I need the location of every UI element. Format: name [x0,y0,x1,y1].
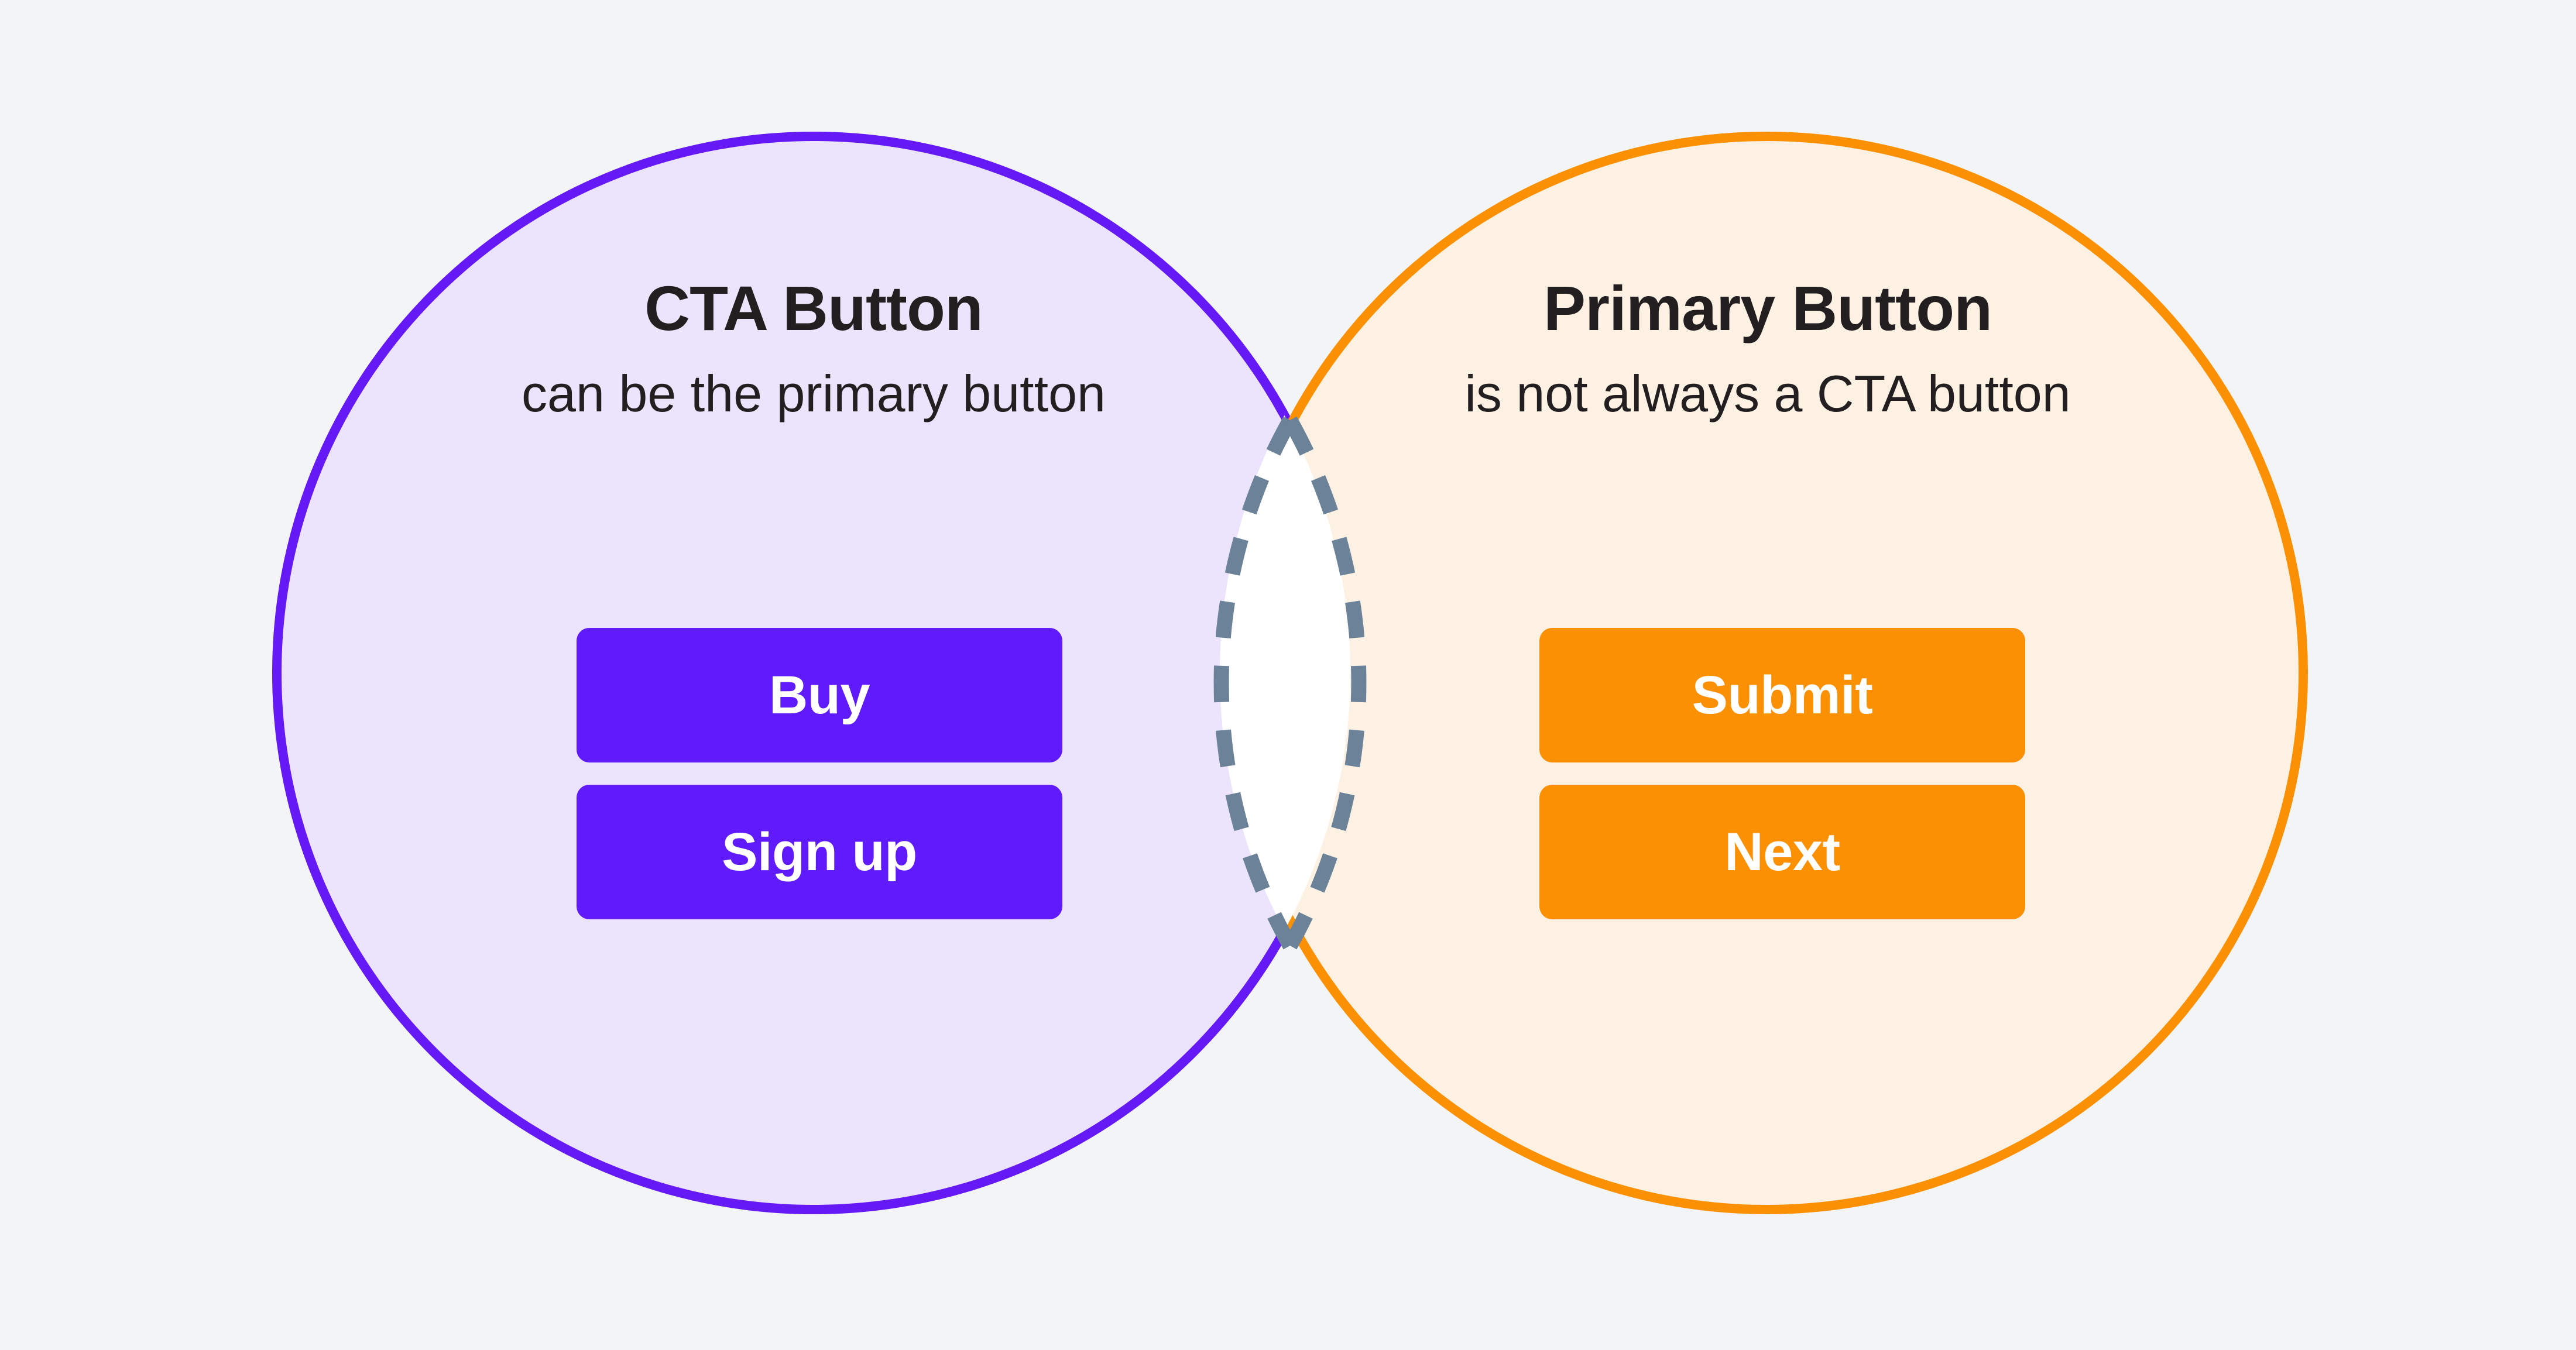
cta-subtitle: can be the primary button [522,365,1106,423]
intersection-lens-outline [1213,416,1367,950]
set-label-primary: Primary Button is not always a CTA butto… [1229,275,2306,422]
lens-arc-right [1283,416,1367,950]
cta-title: CTA Button [644,273,983,343]
lens-arc-left [1213,416,1297,950]
intersection-lens-group [1220,136,1350,1210]
buy-button[interactable]: Buy [577,628,1062,762]
intersection-lens-fill [1220,136,1350,1210]
set-label-cta: CTA Button can be the primary button [275,275,1352,422]
primary-button-stack: Submit Next [1539,628,2025,919]
sign-up-button[interactable]: Sign up [577,785,1062,919]
next-button[interactable]: Next [1539,785,2025,919]
primary-title: Primary Button [1543,273,1992,343]
primary-subtitle: is not always a CTA button [1464,365,2071,423]
cta-button-stack: Buy Sign up [577,628,1062,919]
submit-button[interactable]: Submit [1539,628,2025,762]
